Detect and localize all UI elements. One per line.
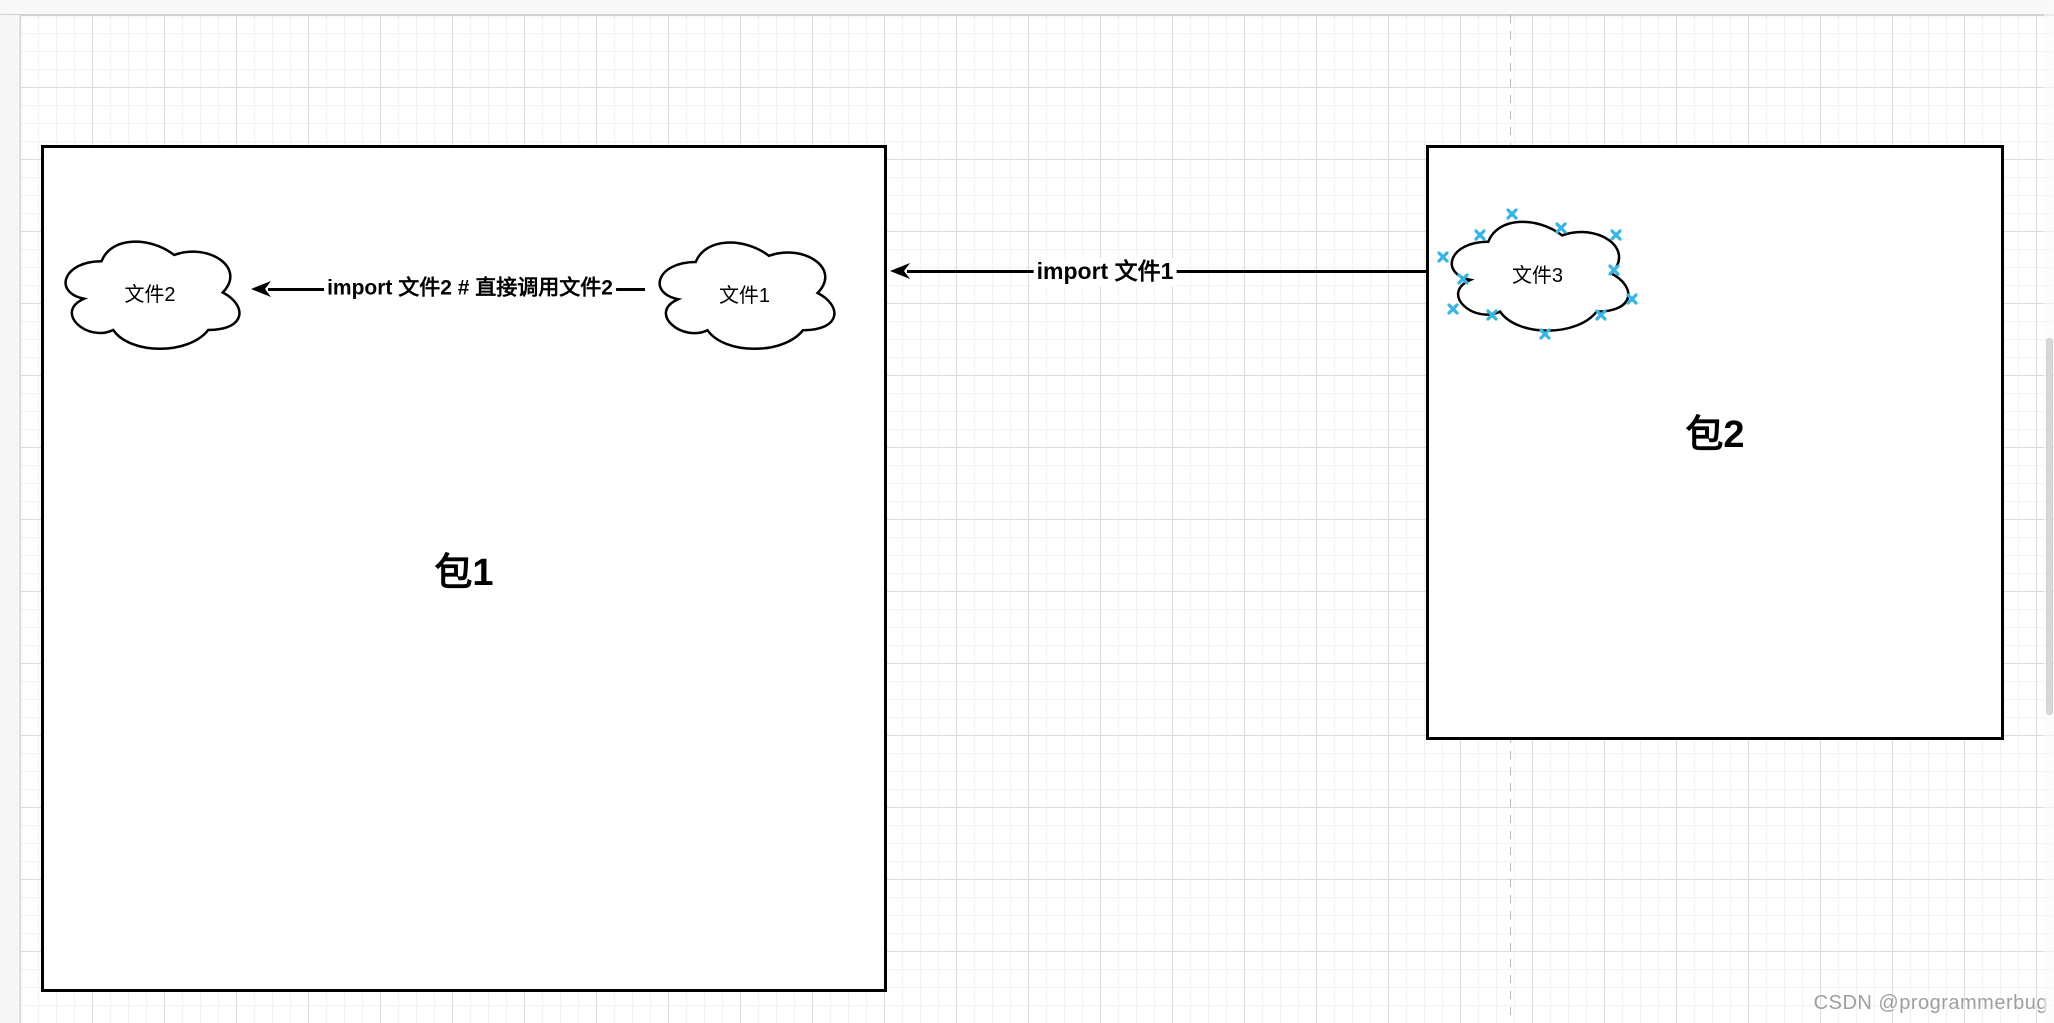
connection-point-icon[interactable] [1437,251,1449,263]
cloud-file2-label: 文件2 [124,284,176,306]
cloud-file2[interactable]: 文件2 [53,230,247,355]
connection-point-icon[interactable] [1610,229,1622,241]
connection-point-icon[interactable] [1539,328,1551,340]
connection-point-icon[interactable] [1474,229,1486,241]
connection-point-icon[interactable] [1457,273,1469,285]
connection-point-icon[interactable] [1447,303,1459,315]
connection-point-icon[interactable] [1555,222,1567,234]
package-2-label: 包2 [1685,414,1745,456]
page-top-margin [0,0,2054,15]
cloud-file3[interactable]: 文件3 [1439,210,1636,337]
connection-point-icon[interactable] [1608,264,1620,276]
arrowhead-left-icon [251,281,271,297]
connection-point-icon[interactable] [1595,309,1607,321]
arrowhead-left-icon [890,263,910,279]
csdn-watermark: CSDN @programmerbug [1813,992,2048,1014]
cloud-shape-icon [53,230,247,355]
cloud-shape-icon [647,231,842,355]
cloud-file3-label: 文件3 [1511,265,1564,287]
edge-import-file2-label[interactable]: import 文件2 # 直接调用文件2 [324,275,616,301]
connection-point-icon[interactable] [1506,208,1518,220]
cloud-file1[interactable]: 文件1 [647,231,842,355]
vertical-scrollbar-thumb[interactable] [2046,338,2053,715]
connection-point-icon[interactable] [1486,309,1498,321]
edge-import-file1-label[interactable]: import 文件1 [1033,258,1177,286]
package-1-label: 包1 [434,552,494,594]
cloud-file1-label: 文件1 [718,284,771,307]
vertical-scrollbar-track[interactable] [2044,0,2054,1023]
page-left-margin [0,15,20,1023]
connection-point-icon[interactable] [1626,293,1638,305]
